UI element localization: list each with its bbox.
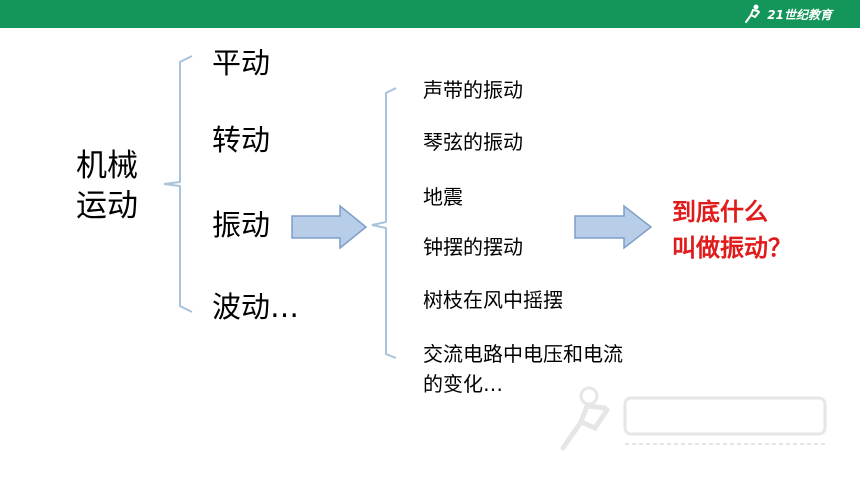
question-line-1: 到底什么 xyxy=(672,198,768,226)
example-vocal-cords: 声带的振动 xyxy=(423,78,523,102)
header-bar: 21世纪教育 xyxy=(0,0,860,28)
category-rotation: 转动 xyxy=(212,123,271,157)
arrow-to-examples-icon xyxy=(291,204,368,250)
category-translation: 平动 xyxy=(212,46,271,80)
runner-icon xyxy=(745,4,761,23)
example-pendulum: 钟摆的摆动 xyxy=(423,235,523,259)
example-ac-circuit-line-2: 的变化… xyxy=(423,372,503,396)
bracket-categories xyxy=(163,55,193,313)
example-ac-circuit-line-1: 交流电路中电压和电流 xyxy=(423,342,623,366)
main-topic-line-2: 运动 xyxy=(76,188,138,224)
bracket-examples xyxy=(371,87,397,359)
category-vibration: 振动 xyxy=(212,208,271,242)
category-wave: 波动… xyxy=(212,290,300,324)
question-line-2: 叫做振动？ xyxy=(672,234,792,262)
example-earthquake: 地震 xyxy=(423,185,463,209)
brand-text: 21世纪教育 xyxy=(767,7,832,22)
brand-logo: 21世纪教育 xyxy=(742,3,832,25)
example-string: 琴弦的振动 xyxy=(423,130,523,154)
main-topic-line-1: 机械 xyxy=(76,148,138,184)
arrow-to-question-icon xyxy=(574,204,653,250)
example-branch: 树枝在风中摇摆 xyxy=(423,288,563,312)
watermark-logo-icon xyxy=(560,386,827,451)
